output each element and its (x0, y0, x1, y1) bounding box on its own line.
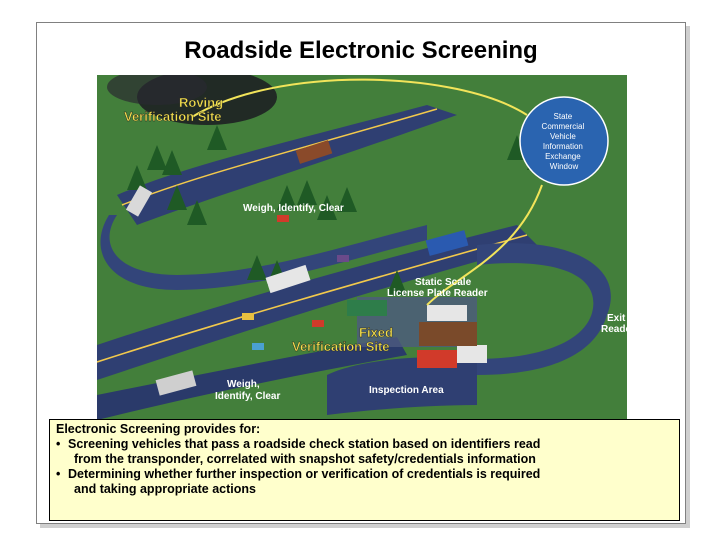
slide-title: Roadside Electronic Screening (184, 37, 538, 64)
static-scale-label: Static Scale License Plate Reader (387, 277, 488, 299)
exit-reader-label: Exit Reader (601, 313, 627, 335)
truck (417, 350, 457, 368)
bullet-text-cont: from the transponder, correlated with sn… (74, 452, 536, 466)
bullet-icon: • (56, 437, 61, 451)
state-window-line: Window (550, 162, 579, 171)
truck (125, 185, 153, 217)
signal-arc (191, 78, 528, 118)
state-window-line: Exchange (545, 152, 581, 161)
state-window-line: Vehicle (550, 132, 576, 141)
truck (425, 230, 469, 256)
signal-arc (426, 184, 543, 306)
car (337, 255, 349, 262)
slide: Roadside Electronic Screening (36, 22, 686, 524)
lower-highway (97, 337, 407, 420)
weigh-top-label: Weigh, Identify, Clear (243, 203, 344, 214)
state-window-line: Information (543, 142, 583, 151)
building (419, 322, 477, 346)
truck (457, 345, 487, 363)
bullet-text: Determining whether further inspection o… (68, 467, 541, 481)
car (277, 215, 289, 222)
caption-box: Electronic Screening provides for: • Scre… (49, 419, 680, 521)
car (242, 313, 254, 320)
weigh-bottom-label: Weigh, Identify, Clear (215, 379, 280, 402)
caption-bullet: • Screening vehicles that pass a roadside… (56, 437, 673, 452)
bullet-text: Screening vehicles that pass a roadside … (68, 437, 541, 451)
exit-loop (477, 243, 611, 375)
state-window-line: Commercial (542, 122, 585, 131)
car (252, 343, 264, 350)
roving-site-label: Roving Verification Site (124, 95, 227, 124)
car (312, 320, 324, 327)
bullet-icon: • (56, 467, 61, 481)
state-window-label: State Commercial Vehicle Information Exc… (542, 112, 587, 171)
roving-road (117, 105, 457, 225)
vehicles (125, 140, 487, 396)
truck (265, 264, 311, 294)
truck (295, 140, 333, 164)
state-window-circle (519, 96, 609, 186)
caption-heading: Electronic Screening provides for: (56, 422, 261, 436)
inspection-lot (327, 357, 477, 415)
screening-illustration: State Commercial Vehicle Information Exc… (97, 75, 627, 425)
truck (427, 305, 467, 321)
fixed-site-label: Fixed Verification Site (292, 325, 397, 354)
truck (347, 300, 387, 316)
inspection-area-label: Inspection Area (369, 385, 444, 396)
truck (155, 370, 197, 396)
state-window-line: State (554, 112, 573, 121)
caption-bullet: • Determining whether further inspection … (56, 467, 673, 482)
bullet-text-cont: and taking appropriate actions (74, 482, 256, 496)
